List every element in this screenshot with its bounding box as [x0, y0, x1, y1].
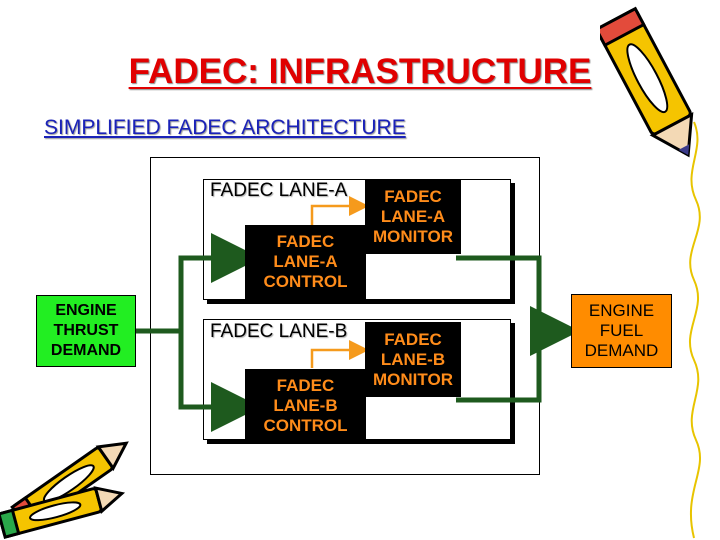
fuel-line3: DEMAND	[584, 341, 659, 360]
page-subtitle: SIMPLIFIED FADEC ARCHITECTURE	[44, 116, 406, 139]
lane-a-control-line1: FADEC	[276, 232, 335, 251]
lane-a-monitor-line2: LANE-A	[380, 206, 446, 226]
lane-b-control-line2: LANE-B	[273, 396, 338, 415]
lane-b-monitor-line2: LANE-B	[380, 349, 446, 369]
lane-b-monitor-line1: FADEC	[384, 329, 442, 349]
squiggle-line	[689, 121, 701, 539]
lane-b-to-output	[456, 331, 542, 403]
thrust-line1: ENGINE	[55, 302, 117, 319]
lane-b-label: FADEC LANE-B	[210, 321, 348, 342]
lane-a-monitor-line3: MONITOR	[373, 226, 453, 246]
lane-a-crosslink	[310, 196, 369, 226]
input-to-lane-a	[178, 233, 261, 331]
engine-fuel-demand-box: ENGINE FUEL DEMAND	[571, 294, 672, 368]
lane-b-control-line3: CONTROL	[263, 416, 348, 435]
lane-b-monitor-line3: MONITOR	[373, 369, 453, 389]
page-title: FADEC: INFRASTRUCTURE	[128, 52, 592, 91]
lane-a-label: FADEC LANE-A	[210, 180, 348, 201]
lane-b-control-line1: FADEC	[276, 376, 335, 395]
fuel-line1: ENGINE	[588, 301, 655, 320]
thrust-line2: THRUST	[53, 322, 119, 339]
lane-b-crosslink	[310, 340, 369, 368]
lane-a-monitor-line1: FADEC	[384, 186, 442, 206]
engine-thrust-demand-box: ENGINE THRUST DEMAND	[36, 295, 136, 367]
lane-b-control-block: FADEC LANE-B CONTROL	[245, 369, 366, 443]
fuel-line2: FUEL	[599, 321, 644, 340]
lane-a-to-output	[456, 255, 542, 329]
lane-a-control-line3: CONTROL	[263, 272, 348, 291]
thrust-line3: DEMAND	[50, 342, 122, 359]
lane-b-monitor-block: FADEC LANE-B MONITOR	[365, 322, 461, 397]
input-to-lane-b	[178, 331, 261, 432]
lane-a-monitor-block: FADEC LANE-A MONITOR	[365, 179, 461, 254]
pencil-icon	[0, 441, 129, 539]
lane-a-control-line2: LANE-A	[273, 252, 338, 271]
pencil-icon	[600, 6, 694, 158]
lane-a-control-block: FADEC LANE-A CONTROL	[245, 225, 366, 299]
